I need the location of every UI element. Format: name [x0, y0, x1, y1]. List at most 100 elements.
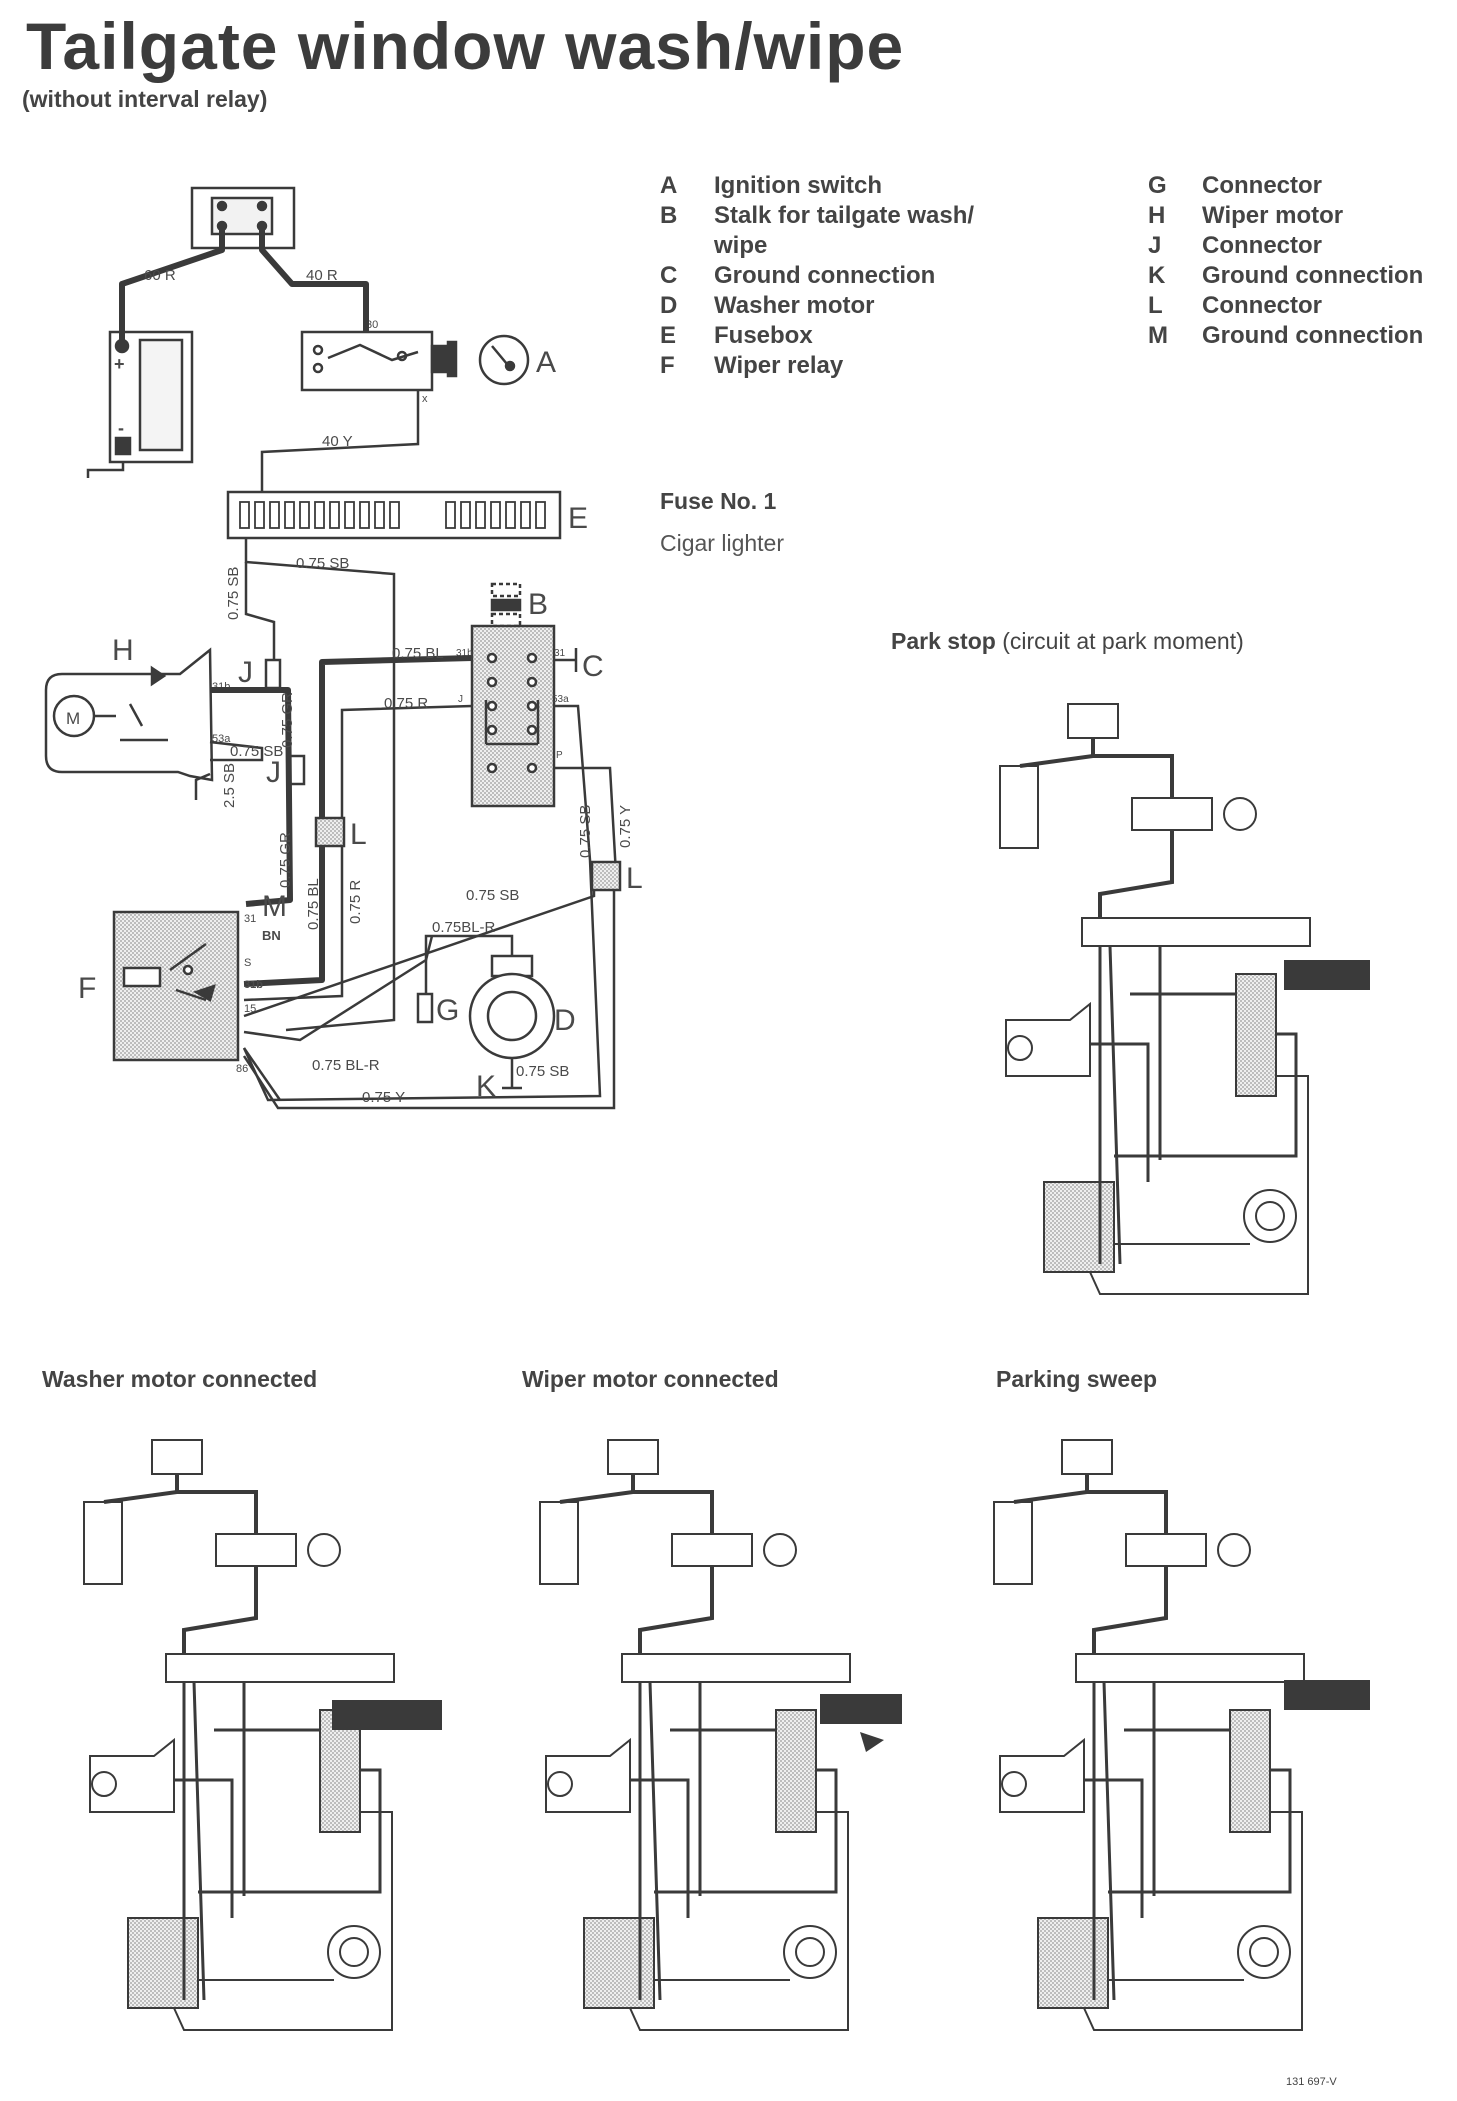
wire-label-25sb: 2.5 SB	[221, 763, 238, 808]
legend-key: J	[1148, 232, 1162, 259]
relay-terminal-s: S	[244, 957, 251, 969]
legend-key: H	[1148, 202, 1166, 229]
legend-item-b-cont: wipe	[660, 232, 1060, 262]
wire-label-075y-bottom: 0.75 Y	[362, 1089, 405, 1106]
terminal-p-switch: P	[556, 750, 563, 761]
arrow-icon	[860, 1732, 884, 1752]
component-d-label: D	[554, 1004, 576, 1037]
component-e-label: E	[568, 502, 588, 535]
reference-number: 131 697-V	[1286, 2076, 1337, 2088]
page-subtitle: (without interval relay)	[22, 86, 268, 112]
legend-label: Fusebox	[714, 322, 813, 349]
component-b-label: B	[528, 588, 548, 621]
terminal-31b-switch: 31b	[456, 648, 473, 659]
battery-minus-label: -	[118, 418, 124, 438]
component-h-label: H	[112, 634, 134, 667]
legend-key: D	[660, 292, 678, 319]
wire-label-075bl-vertical: 0.75 BL	[305, 878, 322, 930]
terminal-53a-switch: 53a	[552, 694, 569, 705]
wire-40y	[260, 390, 420, 496]
page-title: Tailgate window wash/wipe	[26, 9, 905, 83]
wire-label-075r-vertical: 0.75 R	[347, 880, 364, 924]
legend-item-g: G Connector	[1148, 172, 1448, 202]
fuse-description: Cigar lighter	[660, 530, 784, 556]
relay-terminal-31: 31	[244, 913, 256, 925]
wire-label-40r: 40 R	[306, 267, 338, 284]
wire-label-075bl: 0.75 BL	[392, 645, 444, 662]
wire-label-075blr: 0.75BL-R	[432, 919, 496, 936]
legend-key: A	[660, 172, 678, 199]
legend-item-l: L Connector	[1148, 292, 1448, 322]
fuse-title: Fuse No. 1	[660, 488, 777, 514]
wire-label-075gr: 0.75 GR	[279, 692, 296, 748]
component-l-right-label: L	[626, 862, 643, 895]
stalk-wiper-icon	[820, 1694, 902, 1724]
legend-label: Connector	[1202, 232, 1322, 259]
relay-terminal-15: 15	[244, 1003, 256, 1015]
legend-item-f: F Wiper relay	[660, 352, 1060, 382]
relay-terminal-31b: 31b	[244, 979, 263, 991]
caption-note: (circuit at park moment)	[1002, 628, 1244, 654]
legend-item-m: M Ground connection	[1148, 322, 1448, 352]
battery-plus-label: +	[114, 354, 125, 374]
wire-label-60r: 60 R	[144, 267, 176, 284]
legend-label: Wiper motor	[1202, 202, 1344, 229]
wire-label-075sb-top: 0.75 SB	[296, 555, 349, 572]
terminal-j-switch: J	[458, 694, 463, 705]
fusebox-icon	[226, 490, 562, 540]
wire-label-075sb-right: 0.75 SB	[577, 805, 594, 858]
ignition-switch-icon	[300, 330, 530, 392]
wire-label-075y: 0.75 Y	[617, 805, 634, 848]
caption-wiper-motor-connected: Wiper motor connected	[522, 1366, 779, 1392]
relay-terminal-86: 86	[236, 1063, 248, 1075]
legend-key: B	[660, 202, 678, 229]
legend-key: F	[660, 352, 675, 379]
wire-label-075blr-bottom: 0.75 BL-R	[312, 1057, 380, 1074]
legend-item-k: K Ground connection	[1148, 262, 1448, 292]
caption-washer-motor-connected: Washer motor connected	[42, 1366, 318, 1392]
wiper-motor-icon	[44, 647, 214, 782]
stalk-switch-icon	[470, 582, 578, 808]
wire-label-075sb-mid: 0.75 SB	[466, 887, 519, 904]
thin-wires	[194, 704, 618, 1102]
legend-right: G Connector H Wiper motor J Connector K …	[1148, 172, 1448, 352]
relay-terminal-bn: BN	[262, 928, 281, 943]
legend-item-j: J Connector	[1148, 232, 1448, 262]
diagram-wiper-motor-connected	[538, 1438, 902, 2032]
diagram-park-stop	[998, 702, 1370, 1296]
legend-key: L	[1148, 292, 1163, 319]
component-g-label: G	[436, 994, 459, 1027]
wire-label-075sb-vertical: 0.75 SB	[225, 567, 242, 620]
component-j-lower-label: J	[266, 756, 281, 789]
legend-key: M	[1148, 322, 1168, 349]
legend-item-c: C Ground connection	[660, 262, 1060, 292]
diagram-parking-sweep	[992, 1438, 1370, 2032]
legend-left: A Ignition switch B Stalk for tailgate w…	[660, 172, 1060, 382]
legend-item-h: H Wiper motor	[1148, 202, 1448, 232]
wire-label-075r: 0.75 R	[384, 695, 428, 712]
stalk-parking-icon	[1284, 1680, 1370, 1710]
legend-item-b: B Stalk for tailgate wash/	[660, 202, 1060, 232]
wire-label-075gr-vertical: 0.75 GR	[277, 832, 294, 888]
washer-motor-icon	[468, 954, 556, 1090]
legend-key: C	[660, 262, 678, 289]
wire-label-075sb-k: 0.75 SB	[516, 1063, 569, 1080]
caption-park-stop: Park stop (circuit at park moment)	[891, 628, 1244, 655]
bottom-wires	[242, 890, 616, 1110]
legend-item-a: A Ignition switch	[660, 172, 1060, 202]
component-k-label: K	[476, 1070, 496, 1103]
legend-label: wipe	[714, 232, 768, 259]
connector-l-right-icon	[590, 860, 622, 892]
terminal-31-switch: 31	[554, 648, 566, 659]
legend-key: K	[1148, 262, 1166, 289]
component-l-left-label: L	[350, 818, 367, 851]
legend-label: Ignition switch	[714, 172, 882, 199]
wire-label-075sb-h: 0.75 SB	[230, 743, 283, 760]
legend-label: Ground connection	[714, 262, 936, 289]
stalk-washer-icon	[332, 1700, 442, 1730]
stalk-park-icon	[1284, 960, 1370, 990]
legend-label: Ground connection	[1202, 262, 1424, 289]
component-c-label: C	[582, 650, 604, 683]
